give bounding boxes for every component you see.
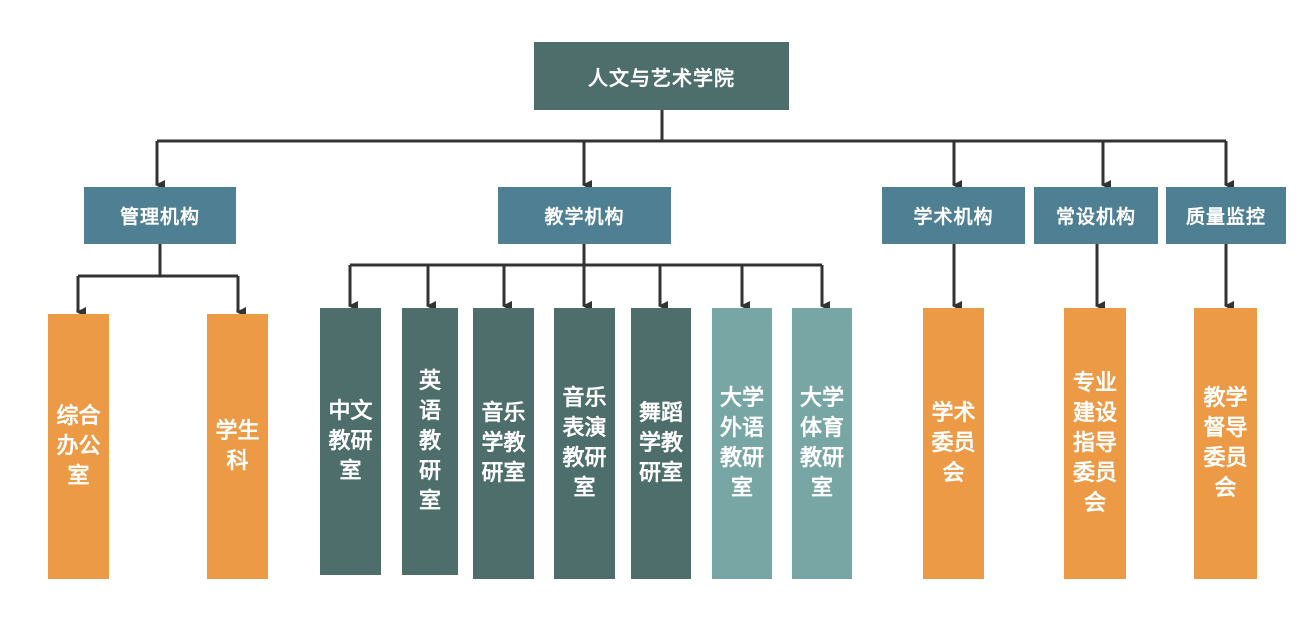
unit-chinese: 中文教研室 [320,308,381,575]
unit-academic-committee: 学术委员会 [923,308,984,579]
category-academic-label: 学术机构 [913,206,994,228]
category-quality-label: 质量监控 [1185,206,1266,228]
category-admin: 管理机构 [84,187,236,244]
unit-major-committee: 专业建设指导委员会 [1064,308,1126,579]
unit-music-label: 音乐学教研室 [481,400,526,486]
unit-major-committee-label: 专业建设指导委员会 [1072,370,1117,516]
unit-chinese-label: 中文教研室 [328,398,373,484]
root-label: 人文与艺术学院 [588,65,735,90]
category-standing: 常设机构 [1034,187,1158,244]
unit-office: 综合办公室 [48,314,109,579]
unit-dance: 舞蹈学教研室 [631,308,691,579]
unit-student-label: 学生科 [215,418,260,474]
unit-english: 英语教研室 [402,308,458,575]
unit-performance: 音乐表演教研室 [554,308,615,579]
unit-foreign-label: 大学外语教研室 [720,385,765,501]
unit-student: 学生科 [207,314,268,579]
unit-office-label: 综合办公室 [56,403,101,489]
category-admin-label: 管理机构 [119,206,200,228]
category-teaching-label: 教学机构 [544,206,625,228]
unit-english-label: 英语教研室 [418,368,441,514]
category-academic: 学术机构 [882,187,1025,244]
unit-supervision-committee-label: 教学督导委员会 [1203,385,1248,501]
category-teaching: 教学机构 [498,187,671,244]
root-node: 人文与艺术学院 [534,42,789,110]
unit-pe-label: 大学体育教研室 [800,385,845,501]
category-standing-label: 常设机构 [1055,206,1136,228]
unit-pe: 大学体育教研室 [792,308,852,579]
unit-supervision-committee: 教学督导委员会 [1194,308,1257,579]
unit-performance-label: 音乐表演教研室 [562,385,607,501]
unit-dance-label: 舞蹈学教研室 [639,400,684,486]
unit-academic-committee-label: 学术委员会 [931,400,976,486]
unit-foreign: 大学外语教研室 [712,308,772,579]
unit-music: 音乐学教研室 [473,308,534,579]
category-quality: 质量监控 [1166,187,1286,244]
